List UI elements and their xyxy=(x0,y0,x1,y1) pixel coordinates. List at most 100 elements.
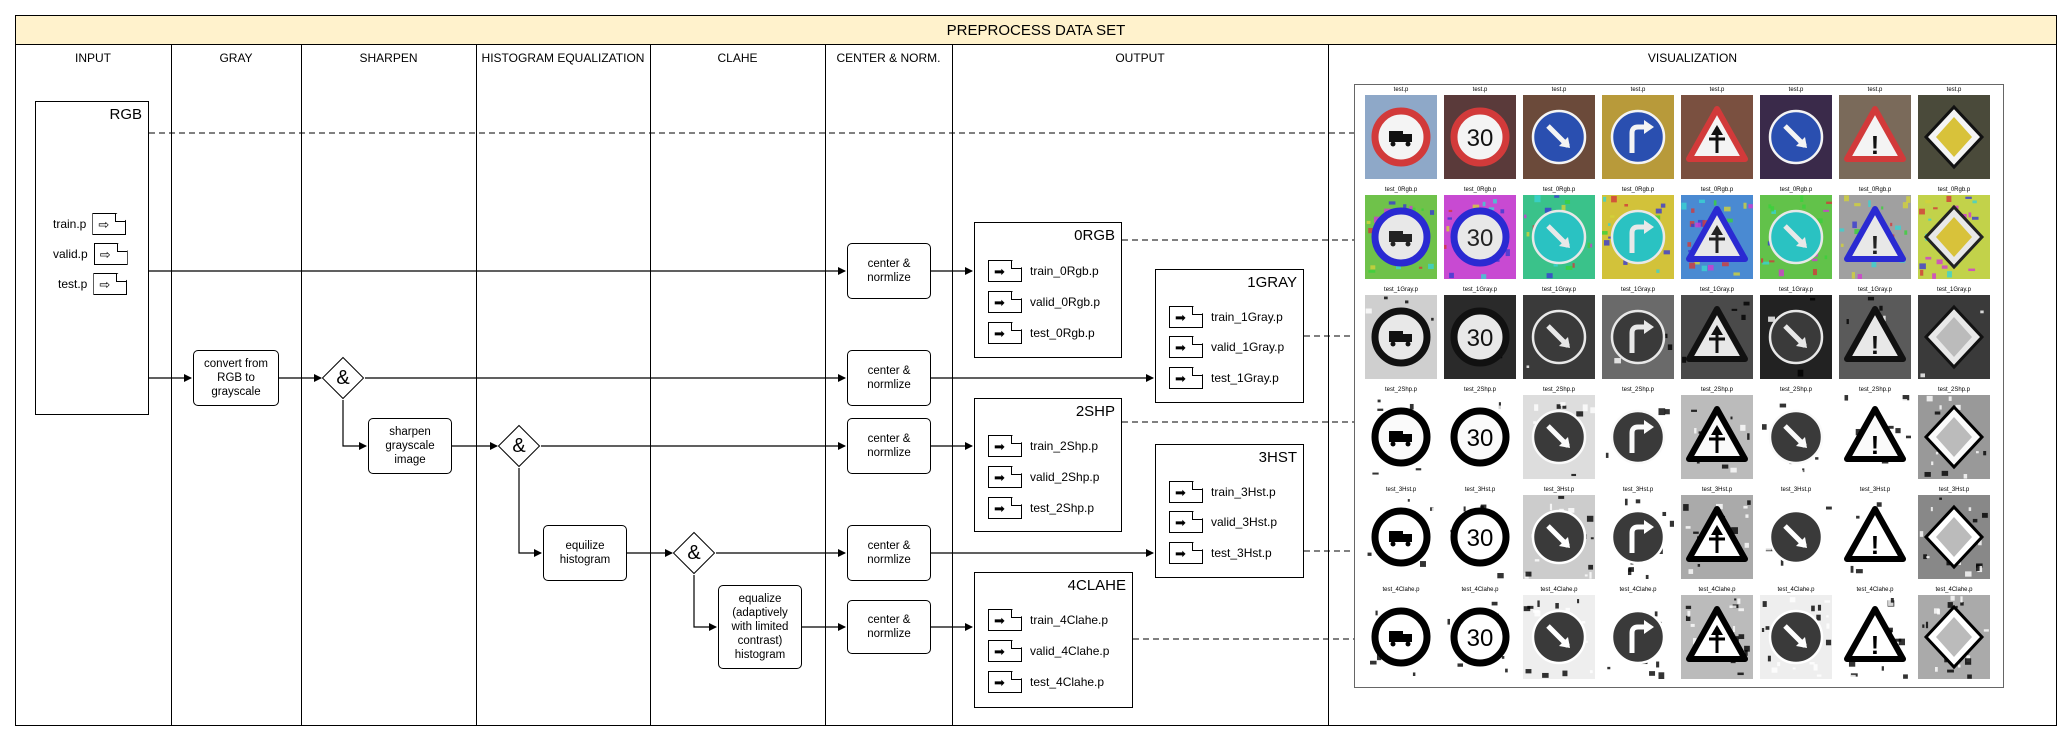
file-label: test.p xyxy=(58,277,88,291)
file-arrow-icon: ➡ xyxy=(1169,306,1203,328)
general-caution-sign: ! xyxy=(1839,95,1911,179)
right-of-way-sign xyxy=(1681,595,1753,679)
lane-header-input: INPUT xyxy=(75,51,111,65)
file-label: test_3Hst.p xyxy=(1211,546,1272,560)
no-trucks-sign xyxy=(1365,495,1437,579)
center-normalize-step: center & normlize xyxy=(847,418,931,474)
svg-text:!: ! xyxy=(1871,530,1880,560)
input-file-valid: valid.p ⇨ xyxy=(53,243,128,265)
file-label: train_3Hst.p xyxy=(1211,485,1276,499)
viz-thumbnail: test.p xyxy=(1363,86,1439,180)
viz-caption: test.p xyxy=(1393,87,1409,93)
viz-caption: test_3Hst.p xyxy=(1543,487,1575,493)
speed-limit-30-sign: 30 xyxy=(1444,495,1516,579)
viz-caption: test_1Gray.p xyxy=(1779,287,1813,293)
viz-caption: test_0Rgb.p xyxy=(1463,187,1497,193)
viz-caption: test_1Gray.p xyxy=(1700,287,1734,293)
viz-caption: test_0Rgb.p xyxy=(1384,187,1418,193)
general-caution-sign: ! xyxy=(1839,595,1911,679)
file-label: test_0Rgb.p xyxy=(1030,326,1095,340)
turn-right-ahead-sign xyxy=(1602,395,1674,479)
output-file: ➡valid_0Rgb.p xyxy=(988,291,1100,313)
viz-thumbnail: test.p xyxy=(1916,86,1992,180)
keep-right-sign xyxy=(1523,595,1595,679)
output-file: ➡ train_3Hst.p xyxy=(1169,481,1276,503)
equalize-histogram-step: equilize histogram xyxy=(543,525,627,581)
viz-thumbnail: test_3Hst.p! xyxy=(1837,486,1913,580)
turn-right-ahead-sign xyxy=(1602,295,1674,379)
right-of-way-sign xyxy=(1681,95,1753,179)
viz-caption: test_2Shp.p xyxy=(1937,387,1971,393)
output-file: ➡train_2Shp.p xyxy=(988,435,1098,457)
viz-thumbnail: test_4Clahe.p xyxy=(1363,586,1439,680)
viz-caption: test_0Rgb.p xyxy=(1700,187,1734,193)
join-label: & xyxy=(512,434,526,457)
join-label: & xyxy=(336,366,350,389)
viz-thumbnail: test_2Shp.p xyxy=(1521,386,1597,480)
keep-right-sign xyxy=(1523,395,1595,479)
file-arrow-icon: ⇨ xyxy=(92,213,127,235)
viz-caption: test_3Hst.p xyxy=(1622,487,1654,493)
lane-header-visualization: VISUALIZATION xyxy=(1647,51,1738,65)
viz-thumbnail: test_0Rgb.p! xyxy=(1837,186,1913,280)
viz-caption: test_0Rgb.p xyxy=(1779,187,1813,193)
turn-right-ahead-sign xyxy=(1602,595,1674,679)
viz-caption: test_4Clahe.p xyxy=(1856,587,1894,593)
file-label: valid_2Shp.p xyxy=(1030,470,1100,484)
file-label: train.p xyxy=(53,217,87,231)
viz-caption: test.p xyxy=(1867,87,1883,93)
priority-road-sign xyxy=(1918,395,1990,479)
viz-thumbnail: test_0Rgb.p xyxy=(1758,186,1834,280)
file-arrow-icon: ➡ xyxy=(988,497,1022,519)
priority-road-sign xyxy=(1918,95,1990,179)
viz-thumbnail: test_2Shp.p xyxy=(1363,386,1439,480)
viz-thumbnail: test_1Gray.p! xyxy=(1837,286,1913,380)
viz-thumbnail: test.p xyxy=(1758,86,1834,180)
svg-text:30: 30 xyxy=(1467,625,1494,652)
viz-thumbnail: test_3Hst.p xyxy=(1600,486,1676,580)
viz-thumbnail: test_4Clahe.p xyxy=(1521,586,1597,680)
viz-thumbnail: test_0Rgb.p xyxy=(1679,186,1755,280)
viz-thumbnail: test_1Gray.p xyxy=(1363,286,1439,380)
lane-divider xyxy=(650,45,651,726)
keep-right-sign xyxy=(1523,295,1595,379)
sharpen-step: sharpen grayscale image xyxy=(368,418,452,474)
file-arrow-icon: ➡ xyxy=(988,260,1022,282)
viz-caption: test_1Gray.p xyxy=(1858,287,1892,293)
viz-caption: test_4Clahe.p xyxy=(1935,587,1973,593)
no-trucks-sign xyxy=(1365,95,1437,179)
file-arrow-icon: ➡ xyxy=(988,671,1022,693)
diagram-title: PREPROCESS DATA SET xyxy=(15,15,2057,45)
viz-thumbnail: test_1Gray.p xyxy=(1916,286,1992,380)
lane-divider xyxy=(171,45,172,726)
output-box-title: 0RGB xyxy=(1074,227,1115,244)
output-file: ➡valid_1Gray.p xyxy=(1169,336,1284,358)
output-file: ➡test_4Clahe.p xyxy=(988,671,1104,693)
lane-divider xyxy=(825,45,826,726)
viz-caption: test_4Clahe.p xyxy=(1382,587,1420,593)
output-box-title: 4CLAHE xyxy=(1067,577,1126,594)
speed-limit-30-sign: 30 xyxy=(1444,195,1516,279)
keep-right-sign xyxy=(1760,95,1832,179)
viz-caption: test_1Gray.p xyxy=(1621,287,1655,293)
viz-caption: test_4Clahe.p xyxy=(1777,587,1815,593)
convert-to-grayscale-step: convert from RGB to grayscale xyxy=(193,350,279,406)
viz-caption: test_2Shp.p xyxy=(1463,387,1497,393)
file-arrow-icon: ➡ xyxy=(988,466,1022,488)
no-trucks-sign xyxy=(1365,595,1437,679)
center-normalize-step: center & normlize xyxy=(847,243,931,299)
svg-text:!: ! xyxy=(1871,130,1880,160)
speed-limit-30-sign: 30 xyxy=(1444,595,1516,679)
svg-text:30: 30 xyxy=(1467,125,1494,152)
output-box-title: 2SHP xyxy=(1075,403,1115,420)
viz-caption: test_3Hst.p xyxy=(1938,487,1970,493)
viz-caption: test.p xyxy=(1709,87,1725,93)
file-arrow-icon: ➡ xyxy=(1169,481,1203,503)
right-of-way-sign xyxy=(1681,395,1753,479)
lane-header-histogram: HISTOGRAM EQUALIZATION xyxy=(481,51,645,65)
file-arrow-icon: ➡ xyxy=(1169,336,1203,358)
right-of-way-sign xyxy=(1681,195,1753,279)
